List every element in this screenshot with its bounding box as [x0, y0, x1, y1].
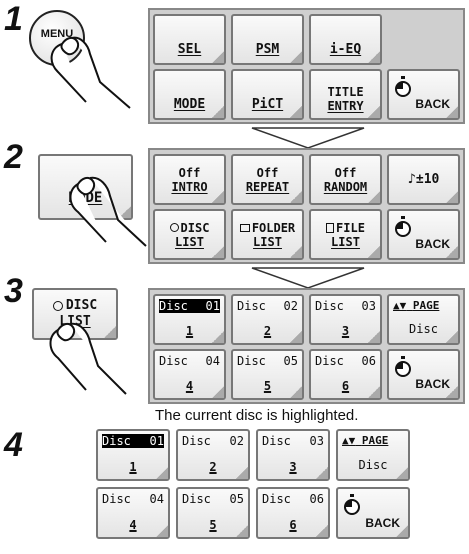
folder-icon	[240, 224, 250, 232]
volume-button[interactable]: ♪±10	[387, 154, 460, 205]
stopwatch-icon	[344, 494, 360, 516]
folder-list-button[interactable]: FOLDER LIST	[231, 209, 304, 260]
finger-illustration-3	[40, 316, 130, 398]
page-up-down-icon: ▲▼	[342, 434, 355, 447]
stopwatch-icon	[395, 356, 411, 378]
file-list-line2: LIST	[331, 235, 360, 249]
back-button-2[interactable]: BACK	[387, 209, 460, 260]
down-arrow-1	[250, 126, 366, 150]
folder-list-line1: FOLDER	[252, 221, 295, 235]
finger-illustration-1	[40, 30, 135, 110]
repeat-state: Off	[257, 166, 279, 180]
disc-title-5: Disc05	[237, 354, 298, 368]
menu-panel: SEL PSM i-EQ MODE PiCT TITLE ENTRY BACK	[148, 8, 465, 124]
intro-label: INTRO	[171, 180, 207, 194]
folder-list-line2: LIST	[253, 235, 282, 249]
back-button-4[interactable]: BACK	[336, 487, 410, 539]
pict-button[interactable]: PiCT	[231, 69, 304, 120]
file-icon	[326, 223, 334, 233]
page-title: ▲▼ PAGE	[342, 434, 388, 447]
repeat-label: REPEAT	[246, 180, 289, 194]
volume-label: ±10	[416, 173, 439, 187]
page-button[interactable]: ▲▼ PAGE Disc	[387, 294, 460, 345]
disc-list-button[interactable]: DISC LIST	[153, 209, 226, 260]
ieq-label: i-EQ	[330, 42, 361, 57]
step-number-4: 4	[4, 428, 23, 462]
file-list-button[interactable]: FILE LIST	[309, 209, 382, 260]
intro-state: Off	[179, 166, 201, 180]
mode-label: MODE	[174, 97, 205, 112]
disc-icon	[170, 223, 179, 232]
page-up-down-icon: ▲▼	[393, 299, 406, 312]
back-button-1[interactable]: BACK	[387, 69, 460, 120]
back-button-3[interactable]: BACK	[387, 349, 460, 400]
music-note-icon: ♪	[408, 173, 416, 187]
page-button[interactable]: ▲▼ PAGE Disc	[336, 429, 410, 481]
step-number-2: 2	[4, 140, 23, 174]
pict-label: PiCT	[252, 97, 283, 112]
mode-button[interactable]: MODE	[153, 69, 226, 120]
random-label: RANDOM	[324, 180, 367, 194]
disc-list-line2: LIST	[175, 235, 204, 249]
step-number-1: 1	[4, 2, 23, 36]
title-entry-line2: ENTRY	[327, 99, 363, 113]
stopwatch-icon	[395, 76, 411, 98]
finger-illustration-2	[60, 170, 150, 250]
sel-button[interactable]: SEL	[153, 14, 226, 65]
file-list-line1: FILE	[336, 221, 365, 235]
random-state: Off	[335, 166, 357, 180]
highlight-caption: The current disc is highlighted.	[155, 407, 358, 424]
down-arrow-2	[250, 266, 366, 290]
psm-label: PSM	[256, 42, 279, 57]
page-title: ▲▼ PAGE	[393, 299, 439, 312]
step-number-3: 3	[4, 274, 23, 308]
ieq-button[interactable]: i-EQ	[309, 14, 382, 65]
stopwatch-icon	[395, 216, 411, 238]
disc-icon	[53, 301, 63, 311]
title-entry-button[interactable]: TITLE ENTRY	[309, 69, 382, 120]
title-entry-line1: TITLE	[327, 85, 363, 99]
sel-label: SEL	[178, 42, 201, 57]
disc-list-line1: DISC	[181, 221, 210, 235]
psm-button[interactable]: PSM	[231, 14, 304, 65]
disc-list-large-line1: DISC	[66, 298, 97, 314]
